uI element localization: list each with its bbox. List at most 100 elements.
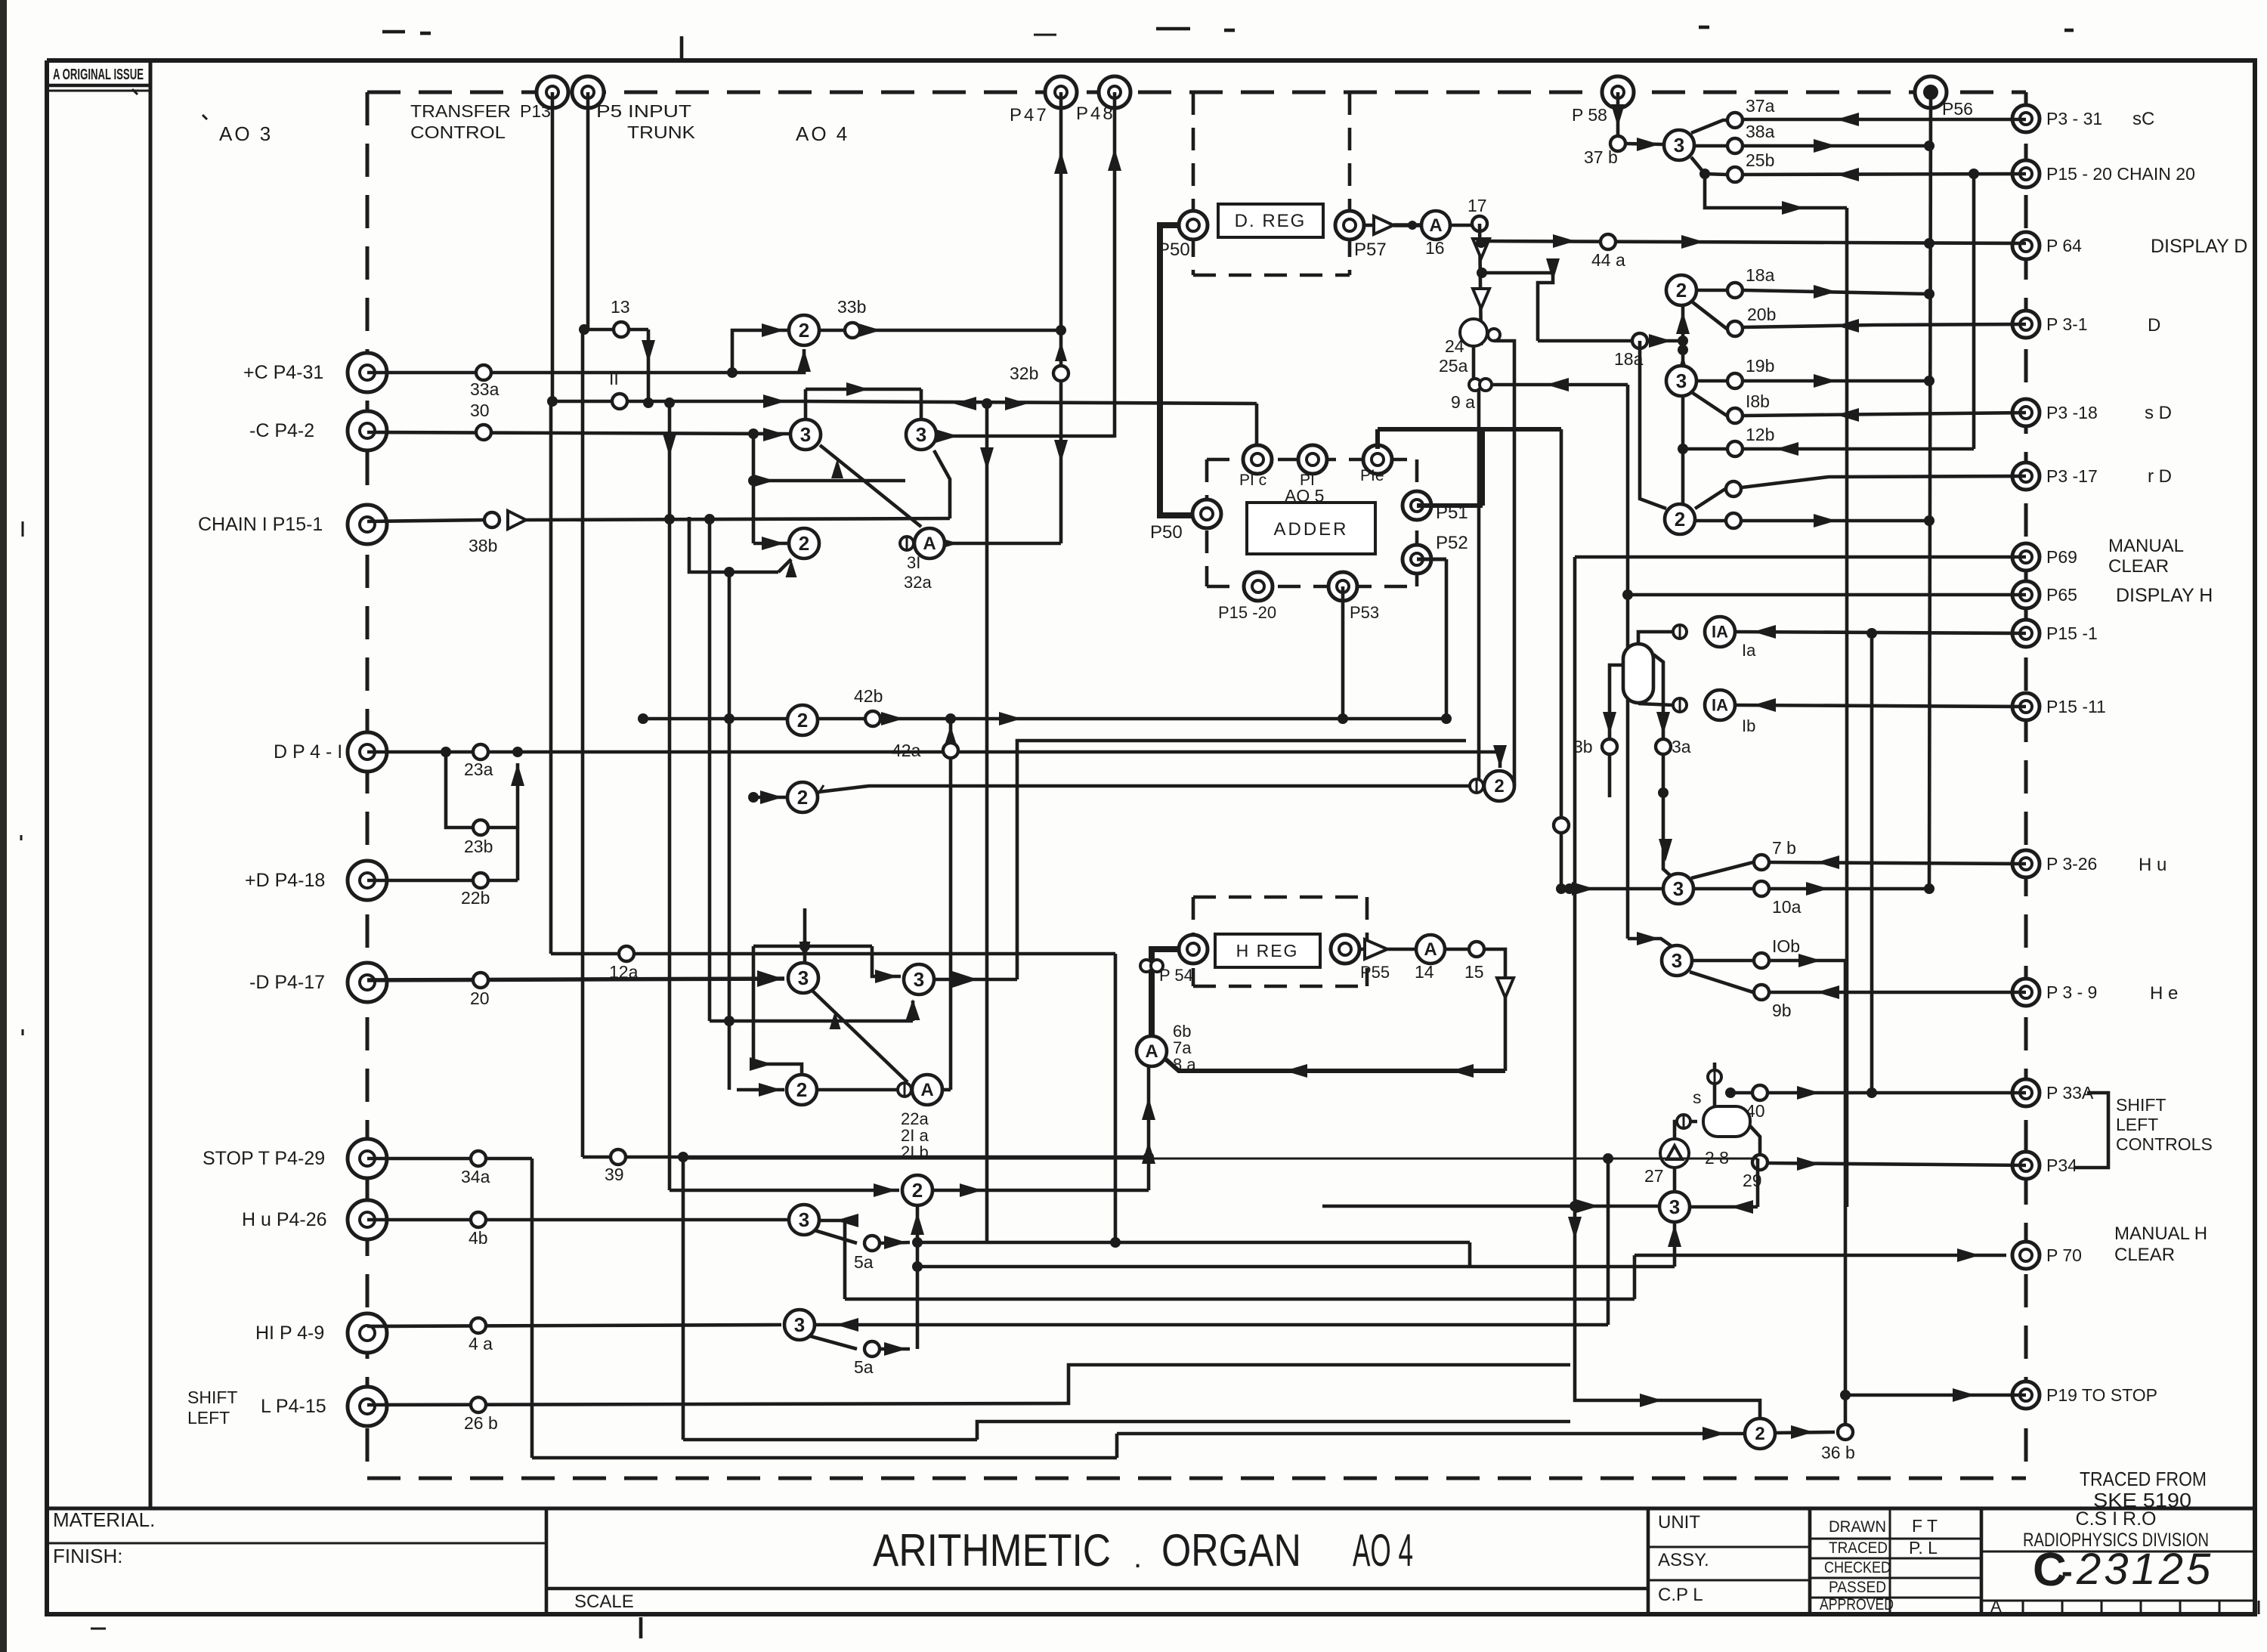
svg-text:TRACED: TRACED [1829, 1539, 1888, 1557]
svg-text:36 b: 36 b [1821, 1443, 1855, 1462]
svg-text:C.S I R.O: C.S I R.O [2076, 1508, 2157, 1530]
svg-text:SCALE: SCALE [574, 1592, 634, 1612]
svg-text:A ORIGINAL ISSUE: A ORIGINAL ISSUE [53, 67, 144, 83]
svg-text:PIe: PIe [1360, 467, 1384, 484]
svg-text:sC: sC [2132, 109, 2154, 129]
svg-text:37a: 37a [1746, 96, 1775, 116]
svg-text:3: 3 [914, 968, 924, 991]
svg-text:I8b: I8b [1746, 391, 1770, 411]
svg-text:17: 17 [1468, 196, 1487, 215]
svg-text:12b: 12b [1746, 425, 1774, 444]
svg-text:P50: P50 [1150, 522, 1183, 543]
svg-text:P52: P52 [1436, 533, 1468, 553]
svg-text:s D: s D [2145, 403, 2172, 423]
svg-text:SKE 5190: SKE 5190 [2093, 1489, 2191, 1511]
svg-text:25a: 25a [1439, 356, 1468, 376]
svg-text:APPROVED: APPROVED [1820, 1596, 1894, 1613]
svg-text:20: 20 [470, 988, 490, 1008]
svg-text:P57: P57 [1354, 240, 1387, 260]
svg-text:2: 2 [796, 1078, 807, 1101]
svg-text:13: 13 [611, 297, 630, 317]
svg-text:.: . [1134, 1541, 1142, 1574]
svg-text:AO 5: AO 5 [1285, 486, 1324, 506]
svg-text:P15 -11: P15 -11 [2046, 697, 2106, 716]
svg-text:15: 15 [1464, 962, 1484, 982]
svg-text:42a: 42a [892, 741, 921, 760]
svg-text:A: A [1429, 215, 1442, 236]
svg-text:STOP T P4-29: STOP T P4-29 [203, 1148, 325, 1169]
svg-text:AO 4: AO 4 [796, 122, 849, 145]
svg-text:ASSY.: ASSY. [1658, 1550, 1709, 1570]
svg-text:P 3-26: P 3-26 [2046, 854, 2097, 874]
svg-text:22b: 22b [461, 888, 490, 908]
svg-text:38a: 38a [1746, 122, 1775, 141]
svg-text:-: - [2061, 1553, 2073, 1590]
svg-text:22a: 22a [901, 1109, 929, 1128]
svg-text:PI c: PI c [1239, 472, 1266, 489]
svg-text:ADDER: ADDER [1273, 519, 1348, 540]
svg-text:2: 2 [797, 786, 808, 809]
svg-text:PI: PI [1300, 472, 1315, 489]
svg-text:P15 -20: P15 -20 [1218, 603, 1276, 622]
svg-text:SHIFT: SHIFT [2116, 1095, 2166, 1115]
svg-text:6b: 6b [1173, 1022, 1191, 1041]
svg-text:CONTROLS: CONTROLS [2116, 1134, 2213, 1154]
svg-text:P3 -17: P3 -17 [2046, 466, 2098, 486]
svg-text:CLEAR: CLEAR [2108, 556, 2169, 577]
svg-text:2: 2 [1675, 508, 1685, 531]
svg-text:3: 3 [794, 1313, 805, 1336]
svg-text:25b: 25b [1746, 150, 1774, 170]
svg-text:H u P4-26: H u P4-26 [242, 1209, 327, 1230]
svg-text:2: 2 [797, 709, 808, 732]
svg-text:+D P4-18: +D P4-18 [245, 870, 325, 891]
svg-text:CONTROL: CONTROL [410, 122, 506, 142]
svg-text:5a: 5a [854, 1252, 874, 1272]
svg-text:IA: IA [1712, 622, 1728, 641]
svg-text:26 b: 26 b [464, 1413, 498, 1433]
svg-text:MANUAL H: MANUAL H [2114, 1224, 2207, 1244]
svg-text:2: 2 [912, 1179, 923, 1202]
svg-text:4 a: 4 a [469, 1334, 493, 1353]
svg-text:38b: 38b [469, 536, 497, 555]
svg-text:D: D [2148, 315, 2160, 336]
svg-text:14: 14 [1415, 962, 1434, 982]
svg-text:3: 3 [800, 423, 811, 446]
svg-text:-D P4-17: -D P4-17 [249, 972, 325, 993]
svg-text:3: 3 [1673, 877, 1684, 900]
svg-text:2: 2 [799, 532, 809, 555]
svg-text:P55: P55 [1360, 963, 1390, 982]
svg-text:MANUAL: MANUAL [2108, 536, 2184, 556]
svg-text:DRAWN: DRAWN [1829, 1518, 1886, 1536]
svg-text:A: A [923, 534, 936, 554]
svg-text:37 b: 37 b [1584, 147, 1618, 167]
svg-text:P65: P65 [2046, 585, 2077, 605]
svg-text:3: 3 [798, 967, 809, 989]
svg-text:H u: H u [2139, 855, 2166, 875]
svg-text:CHAIN I P15-1: CHAIN I P15-1 [198, 514, 323, 535]
svg-text:P3 - 31: P3 - 31 [2046, 109, 2102, 128]
svg-text:SHIFT: SHIFT [187, 1387, 237, 1407]
svg-text:20b: 20b [1747, 305, 1776, 324]
svg-text:2: 2 [799, 319, 809, 342]
svg-text:-C P4-2: -C P4-2 [249, 420, 314, 441]
svg-text:12a: 12a [609, 962, 639, 982]
svg-text:42b: 42b [854, 686, 883, 706]
svg-text:P 64: P 64 [2046, 236, 2082, 255]
svg-text:LEFT: LEFT [187, 1408, 230, 1428]
svg-text:DISPLAY D: DISPLAY D [2151, 236, 2247, 257]
svg-text:C: C [2033, 1544, 2067, 1596]
svg-text:3b: 3b [1573, 737, 1593, 756]
svg-text:3: 3 [799, 1208, 809, 1231]
svg-text:3I: 3I [907, 553, 920, 572]
svg-text:24: 24 [1445, 336, 1464, 356]
svg-text:A: A [1424, 939, 1437, 960]
svg-text:27: 27 [1644, 1166, 1664, 1186]
svg-text:PASSED: PASSED [1829, 1579, 1886, 1596]
svg-text:TRUNK: TRUNK [627, 122, 696, 142]
svg-text:3: 3 [1672, 949, 1682, 972]
svg-text:33a: 33a [470, 379, 499, 399]
svg-text:AO 3: AO 3 [219, 122, 273, 145]
svg-text:P34: P34 [2046, 1155, 2077, 1175]
svg-text:P 70: P 70 [2046, 1245, 2082, 1265]
svg-text:P 33A: P 33A [2046, 1083, 2094, 1103]
